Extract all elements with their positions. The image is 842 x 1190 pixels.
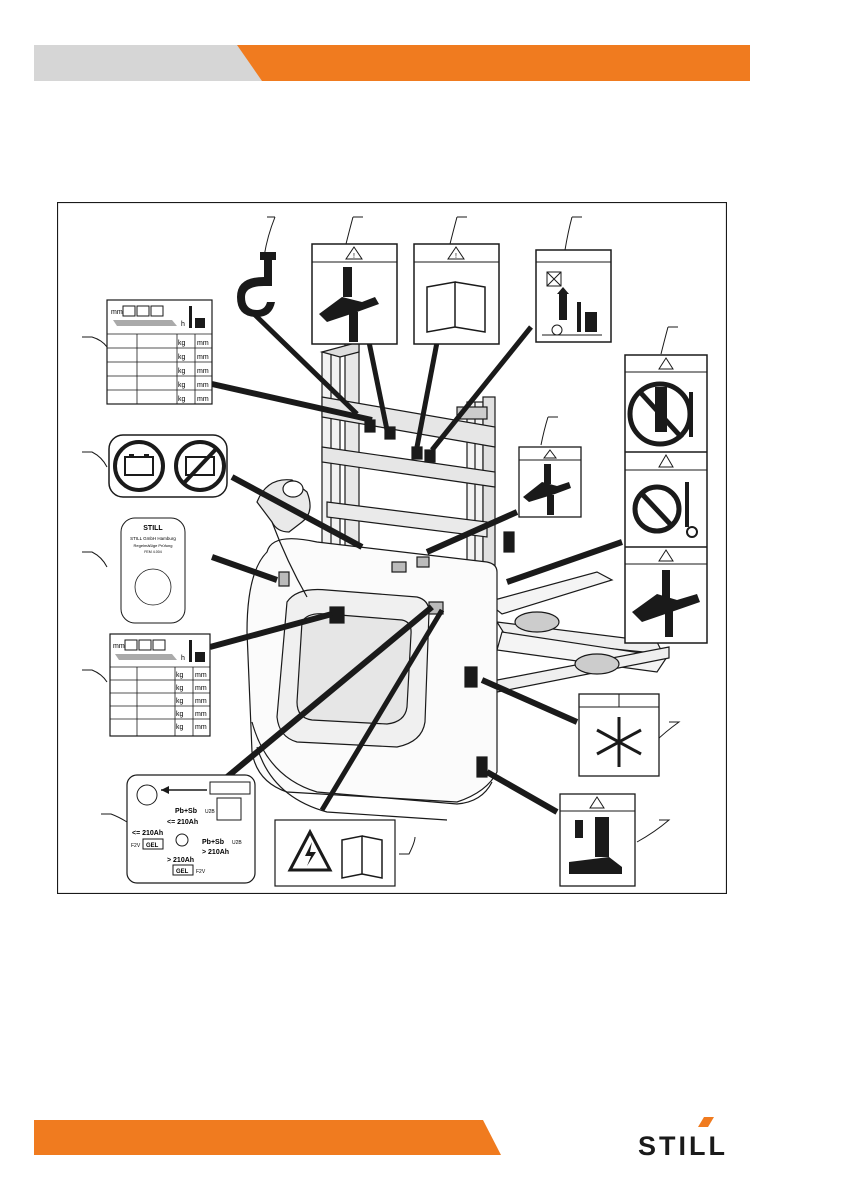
capacity-plate-lower: mm h kg mm kg mm kg mm kg mm kg mm xyxy=(110,634,210,736)
badge-line1: Regelmäßige Prüfung xyxy=(134,543,173,548)
battery-charge-label: Pb+Sb U2B <= 210Ah <= 210Ah F2V GEL Pb+S… xyxy=(127,775,255,883)
svg-text:kg: kg xyxy=(178,368,186,375)
u2b-bottom: U2B xyxy=(232,840,242,846)
logo-orange-mark xyxy=(698,1117,714,1127)
gel-left: GEL xyxy=(146,843,159,849)
le-main: <= 210Ah xyxy=(132,830,163,837)
no-lifting-persons-icon xyxy=(536,250,611,342)
pbs-bottom: Pb+Sb xyxy=(202,839,224,846)
electrical-hazard-label xyxy=(275,820,395,886)
svg-text:!: ! xyxy=(353,253,355,260)
unit-h: h xyxy=(181,321,185,328)
footer-orange-band xyxy=(34,1120,501,1155)
svg-text:mm: mm xyxy=(195,711,207,718)
crush-hazard-hand-icon: ! xyxy=(312,244,397,344)
inspection-badge: STILL STILL GmbH Hamburg Regelmäßige Prü… xyxy=(121,518,185,623)
svg-text:mm: mm xyxy=(197,340,209,347)
svg-text:kg: kg xyxy=(176,685,184,692)
rate-bottom: F2V xyxy=(196,869,206,875)
le-small: <= 210Ah xyxy=(167,819,198,826)
svg-text:mm: mm xyxy=(197,354,209,361)
u2b-top: U2B xyxy=(205,809,215,815)
svg-text:mm: mm xyxy=(113,643,125,650)
logo-text: STILL xyxy=(638,1131,728,1159)
svg-text:!: ! xyxy=(455,253,457,260)
badge-brand: STILL xyxy=(143,525,163,532)
svg-text:mm: mm xyxy=(195,724,207,731)
pbs-top: Pb+Sb xyxy=(175,808,197,815)
svg-text:kg: kg xyxy=(178,354,186,361)
frost-label xyxy=(579,694,659,776)
capacity-plate-top: mm h kg mm kg mm kg mm kg mm kg mm xyxy=(107,300,212,404)
safety-labels-figure: ! ! mm h xyxy=(57,202,727,894)
crush-hazard-hand-middle xyxy=(519,447,581,517)
still-logo: STILL xyxy=(612,1117,754,1159)
svg-text:h: h xyxy=(181,655,185,662)
gel-bottom: GEL xyxy=(176,869,189,875)
svg-text:kg: kg xyxy=(176,711,184,718)
svg-text:mm: mm xyxy=(197,368,209,375)
svg-text:mm: mm xyxy=(197,396,209,403)
svg-text:mm: mm xyxy=(195,685,207,692)
gt-small: > 210Ah xyxy=(202,849,229,856)
svg-text:mm: mm xyxy=(195,698,207,705)
battery-label xyxy=(109,435,227,497)
svg-text:mm: mm xyxy=(195,672,207,679)
svg-text:kg: kg xyxy=(176,698,184,705)
svg-text:mm: mm xyxy=(197,382,209,389)
warning-stack-right xyxy=(625,355,707,643)
gt-main: > 210Ah xyxy=(167,857,194,864)
svg-text:kg: kg xyxy=(178,382,186,389)
svg-text:kg: kg xyxy=(178,340,186,347)
read-manual-icon: ! xyxy=(414,244,499,344)
rate-left: F2V xyxy=(131,843,141,849)
foot-crush-label xyxy=(560,794,635,886)
badge-company: STILL GmbH Hamburg xyxy=(130,536,176,541)
badge-line2: FEM 4.004 xyxy=(144,550,162,554)
svg-text:kg: kg xyxy=(178,396,186,403)
svg-text:kg: kg xyxy=(176,724,184,731)
unit-mm: mm xyxy=(111,309,123,316)
header-bar xyxy=(0,0,842,100)
svg-text:kg: kg xyxy=(176,672,184,679)
header-orange-band xyxy=(237,45,750,81)
